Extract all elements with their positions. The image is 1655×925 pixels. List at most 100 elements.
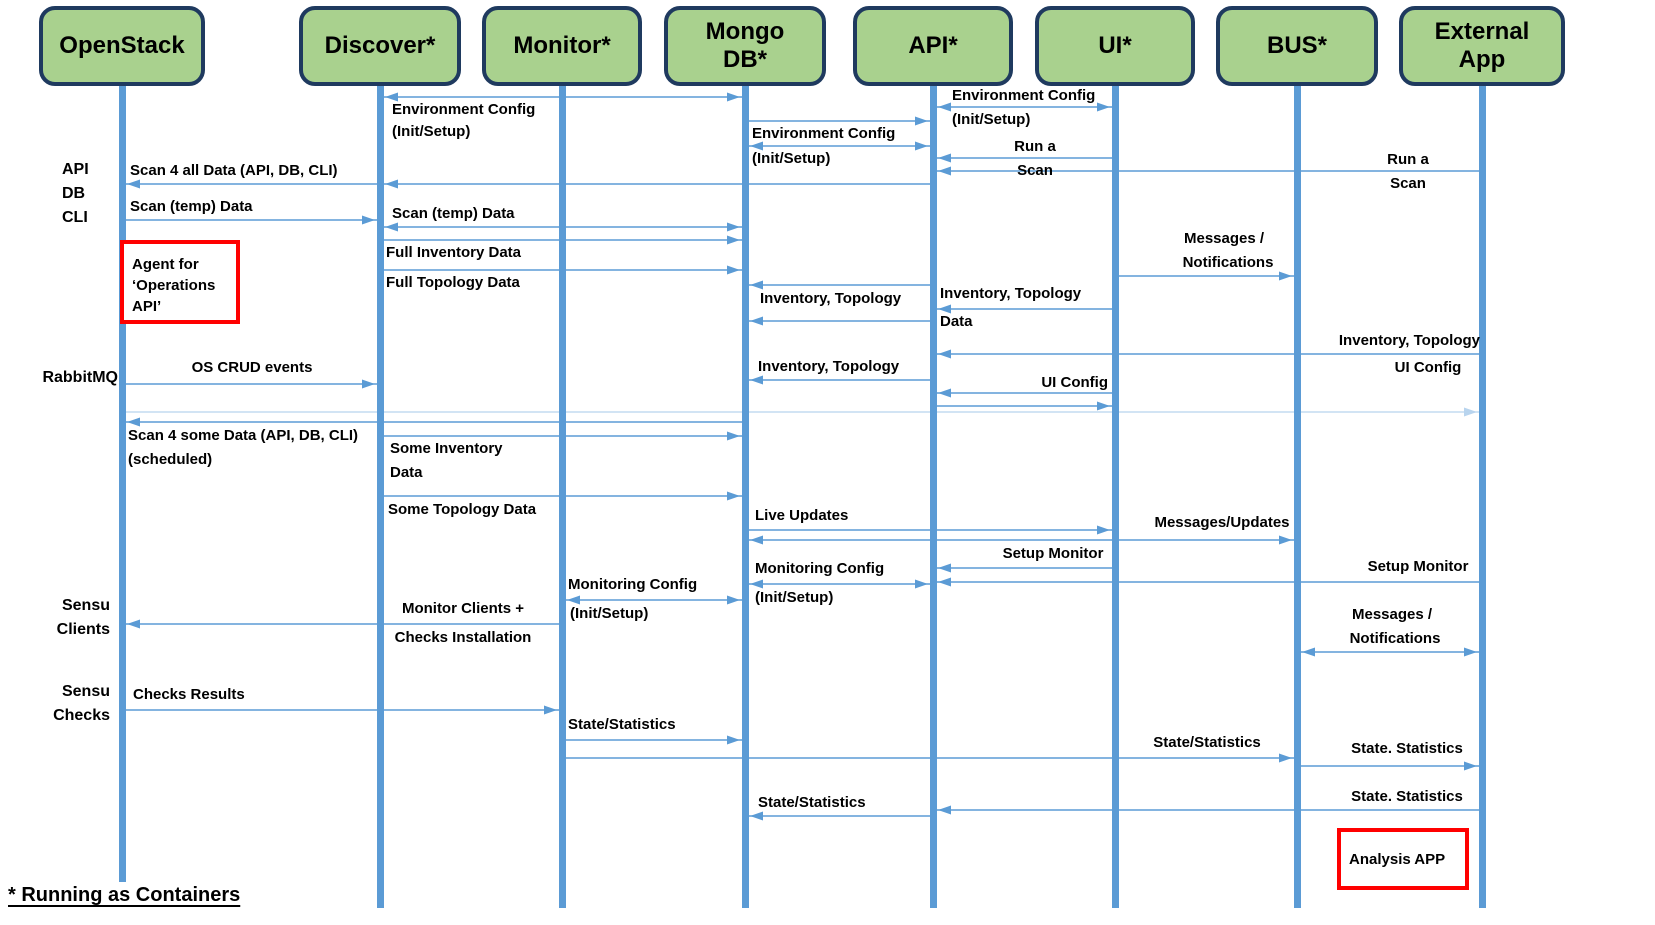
arrowhead — [727, 595, 740, 605]
message-label: Scan — [1017, 162, 1053, 179]
arrowhead — [727, 491, 740, 501]
arrowhead — [750, 316, 763, 326]
arrowhead — [750, 375, 763, 385]
lifeline-bus — [1293, 86, 1301, 908]
arrowhead — [1302, 647, 1315, 657]
arrowhead — [1464, 761, 1477, 771]
actor-label-ui: UI* — [1098, 32, 1132, 60]
message-label: Full Topology Data — [386, 274, 520, 291]
message-label: UI Config — [1394, 359, 1462, 376]
message-label: Full Inventory Data — [386, 244, 522, 261]
arrowhead — [362, 379, 375, 389]
message-label: Scan (temp) Data — [392, 205, 515, 222]
message-label: Some Topology Data — [388, 501, 537, 518]
side-label-rabbitmq: RabbitMQ — [42, 369, 118, 386]
side-label-sensu-checks: Sensu Checks — [53, 683, 110, 724]
arrowhead — [385, 222, 398, 232]
arrowhead — [750, 579, 763, 589]
message-label: (scheduled) — [128, 451, 213, 468]
note-analysis-note: Analysis APP — [1337, 828, 1469, 890]
arrowhead — [938, 153, 951, 163]
arrowhead — [362, 215, 375, 225]
actor-box-external-app: External App — [1399, 6, 1565, 86]
arrowhead — [938, 388, 951, 398]
message-label: Data — [390, 464, 423, 481]
side-label-api-db-cli: API DB CLI — [62, 161, 89, 226]
actor-box-discover: Discover* — [299, 6, 461, 86]
actor-label-api: API* — [908, 32, 958, 60]
message-label: (Init/Setup) — [755, 589, 834, 606]
message-label: Some Inventory — [390, 440, 503, 457]
arrowhead — [750, 535, 763, 545]
arrowhead — [727, 265, 740, 275]
arrowhead — [938, 563, 951, 573]
arrowhead — [938, 349, 951, 359]
message-label: State. Statistics — [1351, 740, 1463, 757]
arrowhead — [727, 92, 740, 102]
message-label: (Init/Setup) — [752, 150, 831, 167]
arrowhead — [915, 579, 928, 589]
arrowhead — [385, 179, 398, 189]
message-label: Messages / — [1351, 606, 1433, 623]
arrowhead — [1097, 401, 1110, 411]
message-label: Messages / — [1183, 230, 1265, 247]
arrowhead — [127, 619, 140, 629]
arrowhead — [1464, 407, 1477, 417]
message-label: Environment Config — [752, 125, 896, 142]
actor-box-openstack: OpenStack — [39, 6, 205, 86]
arrowhead — [750, 280, 763, 290]
message-label: UI Config — [1041, 374, 1108, 391]
message-label: State/Statistics — [1153, 734, 1261, 751]
lifeline-external-app — [1478, 86, 1486, 908]
message-label: Monitoring Config — [755, 560, 885, 577]
arrowhead — [1097, 102, 1110, 112]
message-label: State. Statistics — [1351, 788, 1463, 805]
actor-box-monitor: Monitor* — [482, 6, 642, 86]
message-label: Data — [940, 313, 973, 330]
message-label: Checks Installation — [394, 629, 532, 646]
message-label: Environment Config (Init/Setup) — [392, 101, 536, 140]
message-label: Scan (temp) Data — [130, 198, 253, 215]
actor-label-discover: Discover* — [324, 32, 436, 60]
lifeline-mongo-db — [741, 86, 749, 908]
arrowhead — [727, 222, 740, 232]
arrowhead — [1279, 535, 1292, 545]
actor-box-bus: BUS* — [1216, 6, 1378, 86]
arrowhead — [1279, 753, 1292, 763]
arrowhead — [1464, 647, 1477, 657]
actor-label-mongo-db: Mongo DB* — [705, 18, 785, 73]
message-label: Checks Results — [133, 686, 245, 703]
lifeline-api — [929, 86, 937, 908]
arrowhead — [938, 577, 951, 587]
arrowhead — [727, 235, 740, 245]
lifeline-openstack — [118, 86, 126, 882]
arrowhead — [750, 811, 763, 821]
arrowhead — [127, 179, 140, 189]
actor-box-api: API* — [853, 6, 1013, 86]
footnote: * Running as Containers — [8, 884, 241, 906]
message-label: (Init/Setup) — [952, 111, 1031, 128]
arrowhead — [1279, 271, 1292, 281]
message-label: State/Statistics — [758, 794, 866, 811]
message-label: Inventory, Topology — [1338, 332, 1480, 349]
arrowhead — [938, 166, 951, 176]
message-label: Live Updates — [755, 507, 849, 524]
message-label: Scan — [1390, 175, 1426, 192]
message-label: (Init/Setup) — [570, 605, 649, 622]
message-label: OS CRUD events — [191, 359, 313, 376]
arrowhead — [1097, 525, 1110, 535]
actor-box-ui: UI* — [1035, 6, 1195, 86]
message-label: State/Statistics — [568, 716, 676, 733]
arrowhead — [938, 805, 951, 815]
actor-label-openstack: OpenStack — [59, 32, 185, 60]
arrowhead — [938, 102, 951, 112]
actor-label-external-app: External App — [1434, 18, 1530, 73]
lifeline-monitor — [558, 86, 566, 908]
arrowhead — [385, 92, 398, 102]
actor-label-bus: BUS* — [1266, 32, 1327, 60]
message-label: Monitor Clients + — [401, 600, 525, 617]
side-label-sensu-clients: Sensu Clients — [56, 597, 110, 638]
message-label: Run a — [1387, 151, 1429, 168]
arrowhead — [915, 116, 928, 126]
